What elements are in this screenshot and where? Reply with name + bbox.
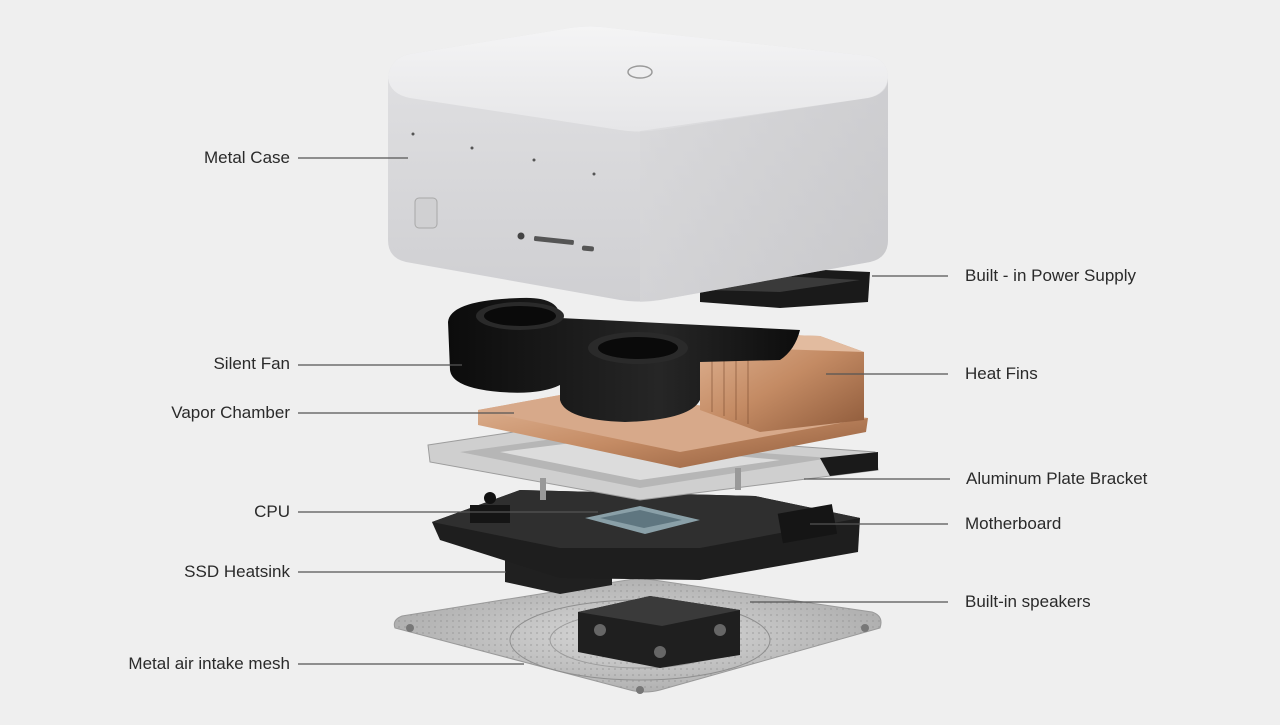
label-silent-fan: Silent Fan — [213, 354, 290, 373]
label-cpu: CPU — [254, 502, 290, 521]
silent-fan-part — [448, 297, 800, 422]
audio-jack-icon — [517, 232, 525, 240]
built-in-speakers-part — [578, 596, 740, 668]
leader-lines — [298, 157, 950, 665]
power-button-icon — [414, 197, 438, 229]
label-motherboard: Motherboard — [965, 514, 1062, 533]
label-heat-fins: Heat Fins — [965, 364, 1038, 383]
cpu-part — [585, 506, 700, 534]
label-metal-air-intake-mesh: Metal air intake mesh — [128, 654, 290, 673]
card-slot-icon — [533, 236, 574, 245]
metal-case-part — [388, 26, 888, 302]
usb-c-port-icon — [581, 245, 594, 252]
label-aluminum-plate-bracket: Aluminum Plate Bracket — [966, 469, 1148, 488]
label-built-in-speakers: Built-in speakers — [965, 592, 1091, 611]
label-metal-case: Metal Case — [204, 148, 290, 167]
label-ssd-heatsink: SSD Heatsink — [184, 562, 290, 581]
label-vapor-chamber: Vapor Chamber — [171, 403, 290, 422]
brand-logo-icon — [627, 65, 653, 79]
motherboard-part — [432, 490, 860, 580]
label-built-in-power-supply: Built - in Power Supply — [965, 266, 1137, 285]
